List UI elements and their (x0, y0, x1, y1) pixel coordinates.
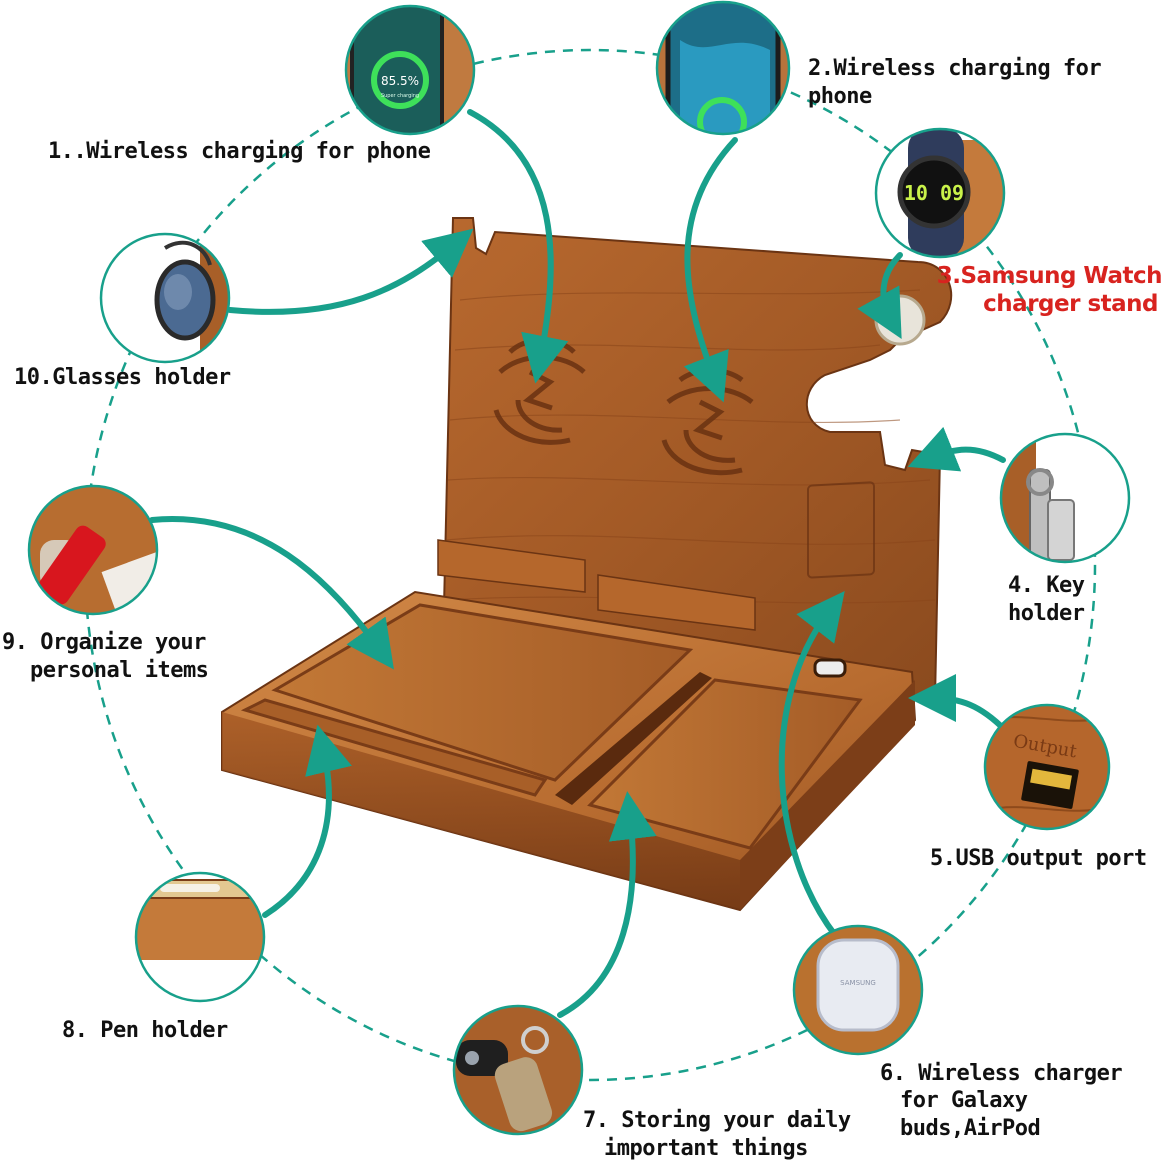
compartment-right (587, 678, 863, 850)
label-5: 5.USB output port (930, 846, 1147, 871)
phone-charging-icon-2 (655, 0, 791, 136)
thumb-usb: Output (983, 703, 1111, 831)
thumb-phone-1: 85.5% Super charging (344, 4, 476, 136)
svg-text:Super charging: Super charging (381, 93, 419, 99)
pen-groove (240, 698, 548, 797)
lipstick-icon (27, 484, 159, 616)
svg-text:85.5%: 85.5% (381, 74, 419, 88)
usb-port-icon (983, 703, 1111, 831)
earbuds-case-icon (792, 924, 924, 1056)
label-7-line-2: important things (604, 1136, 808, 1161)
keys-icon (999, 432, 1131, 564)
thumb-phone-2 (655, 0, 791, 136)
label-3-line-2: charger stand (983, 291, 1158, 317)
car-key-icon (452, 1004, 584, 1136)
label-8: 8. Pen holder (62, 1018, 228, 1043)
thumb-pen (134, 871, 266, 1003)
earbuds-pad (807, 481, 875, 579)
label-9-line-2: personal items (30, 658, 209, 683)
glasses-icon (99, 232, 231, 364)
thumb-keyring (452, 1004, 584, 1136)
thumb-watch: 10 09 (874, 127, 1006, 259)
label-1: 1..Wireless charging for phone (48, 139, 431, 164)
label-3-line-1: 3.Samsung Watch (936, 263, 1163, 289)
thumb-items (27, 484, 159, 616)
phone-charging-icon (344, 4, 476, 136)
svg-text:SAMSUNG: SAMSUNG (840, 979, 876, 987)
thumb-buds: SAMSUNG (792, 924, 924, 1056)
label-2: 2.Wireless charging for phone (808, 56, 1102, 109)
label-10: 10.Glasses holder (14, 365, 231, 390)
label-6-line-1: 6. Wireless charger (880, 1061, 1123, 1086)
smartwatch-icon (874, 127, 1006, 259)
label-9-line-1: 9. Organize your (2, 630, 206, 655)
thumb-glasses (99, 232, 231, 364)
label-4: 4. Key holder (1008, 573, 1085, 626)
pen-tray-icon (134, 871, 266, 1003)
thumb-keys (999, 432, 1131, 564)
label-7-line-1: 7. Storing your daily (583, 1108, 851, 1133)
svg-text:10 09: 10 09 (904, 181, 964, 205)
usb-slot (813, 658, 847, 678)
pointer-arrows (149, 109, 1008, 1018)
label-6-line-2: for Galaxy buds,AirPod (900, 1088, 1041, 1141)
